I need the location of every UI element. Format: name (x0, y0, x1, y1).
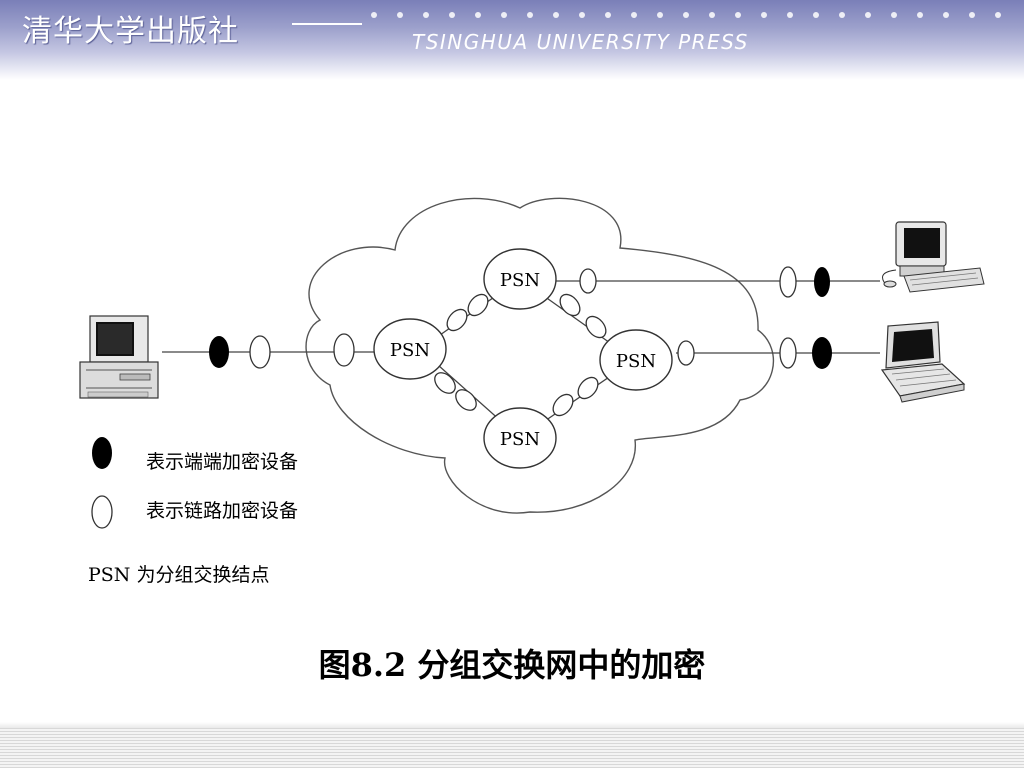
end-to-end-encryption-device (812, 337, 832, 369)
psn-node-top: PSN (483, 248, 557, 310)
link-encryption-device (455, 389, 477, 411)
host-laptop-right-icon (880, 321, 966, 403)
host-desktop-right-icon (882, 221, 985, 293)
link-encryption-device (579, 268, 597, 294)
network-cloud (305, 197, 775, 514)
link-encryption-device (779, 266, 797, 298)
link-encryption-device (434, 372, 456, 394)
link-encryption-device (446, 308, 468, 332)
footer-stripes (0, 728, 1024, 768)
legend-black-marker (92, 437, 112, 469)
legend-white-marker (91, 495, 113, 529)
end-to-end-encryption-device (814, 267, 830, 297)
host-desktop-left-icon (79, 315, 159, 399)
psn-node-label: PSN (500, 429, 540, 450)
link-encryption-device (333, 333, 355, 367)
publisher-logo-cn: 清华大学出版社 (22, 14, 239, 49)
psn-node-label: PSN (390, 340, 430, 361)
link-encryption-device (552, 393, 574, 417)
link-encryption-device (585, 315, 607, 339)
legend-end-to-end-label: 表示端端加密设备 (146, 451, 299, 473)
end-to-end-encryption-device (209, 336, 229, 368)
legend-link-label: 表示链路加密设备 (146, 500, 299, 522)
footer-fade (0, 722, 1024, 730)
link-encryption-device (559, 293, 581, 317)
header-banner: 清华大学出版社 TSINGHUA UNIVERSITY PRESS (0, 0, 1024, 80)
link-encryption-device (779, 337, 797, 369)
psn-node-label: PSN (500, 270, 540, 291)
legend-psn-label: PSN 为分组交换结点 (88, 564, 270, 586)
decorative-dots (292, 12, 1001, 25)
psn-node-left: PSN (373, 318, 447, 380)
link-encryption-device (677, 340, 695, 366)
psn-node-bottom: PSN (483, 407, 557, 469)
figure-caption: 图8.2 分组交换网中的加密 (318, 646, 706, 684)
psn-node-right: PSN (599, 329, 673, 391)
publisher-logo-en: TSINGHUA UNIVERSITY PRESS (412, 30, 749, 54)
link-encryption-device (467, 293, 489, 317)
link-encryption-device (577, 376, 599, 400)
psn-node-label: PSN (616, 351, 656, 372)
link-encryption-device (249, 335, 271, 369)
